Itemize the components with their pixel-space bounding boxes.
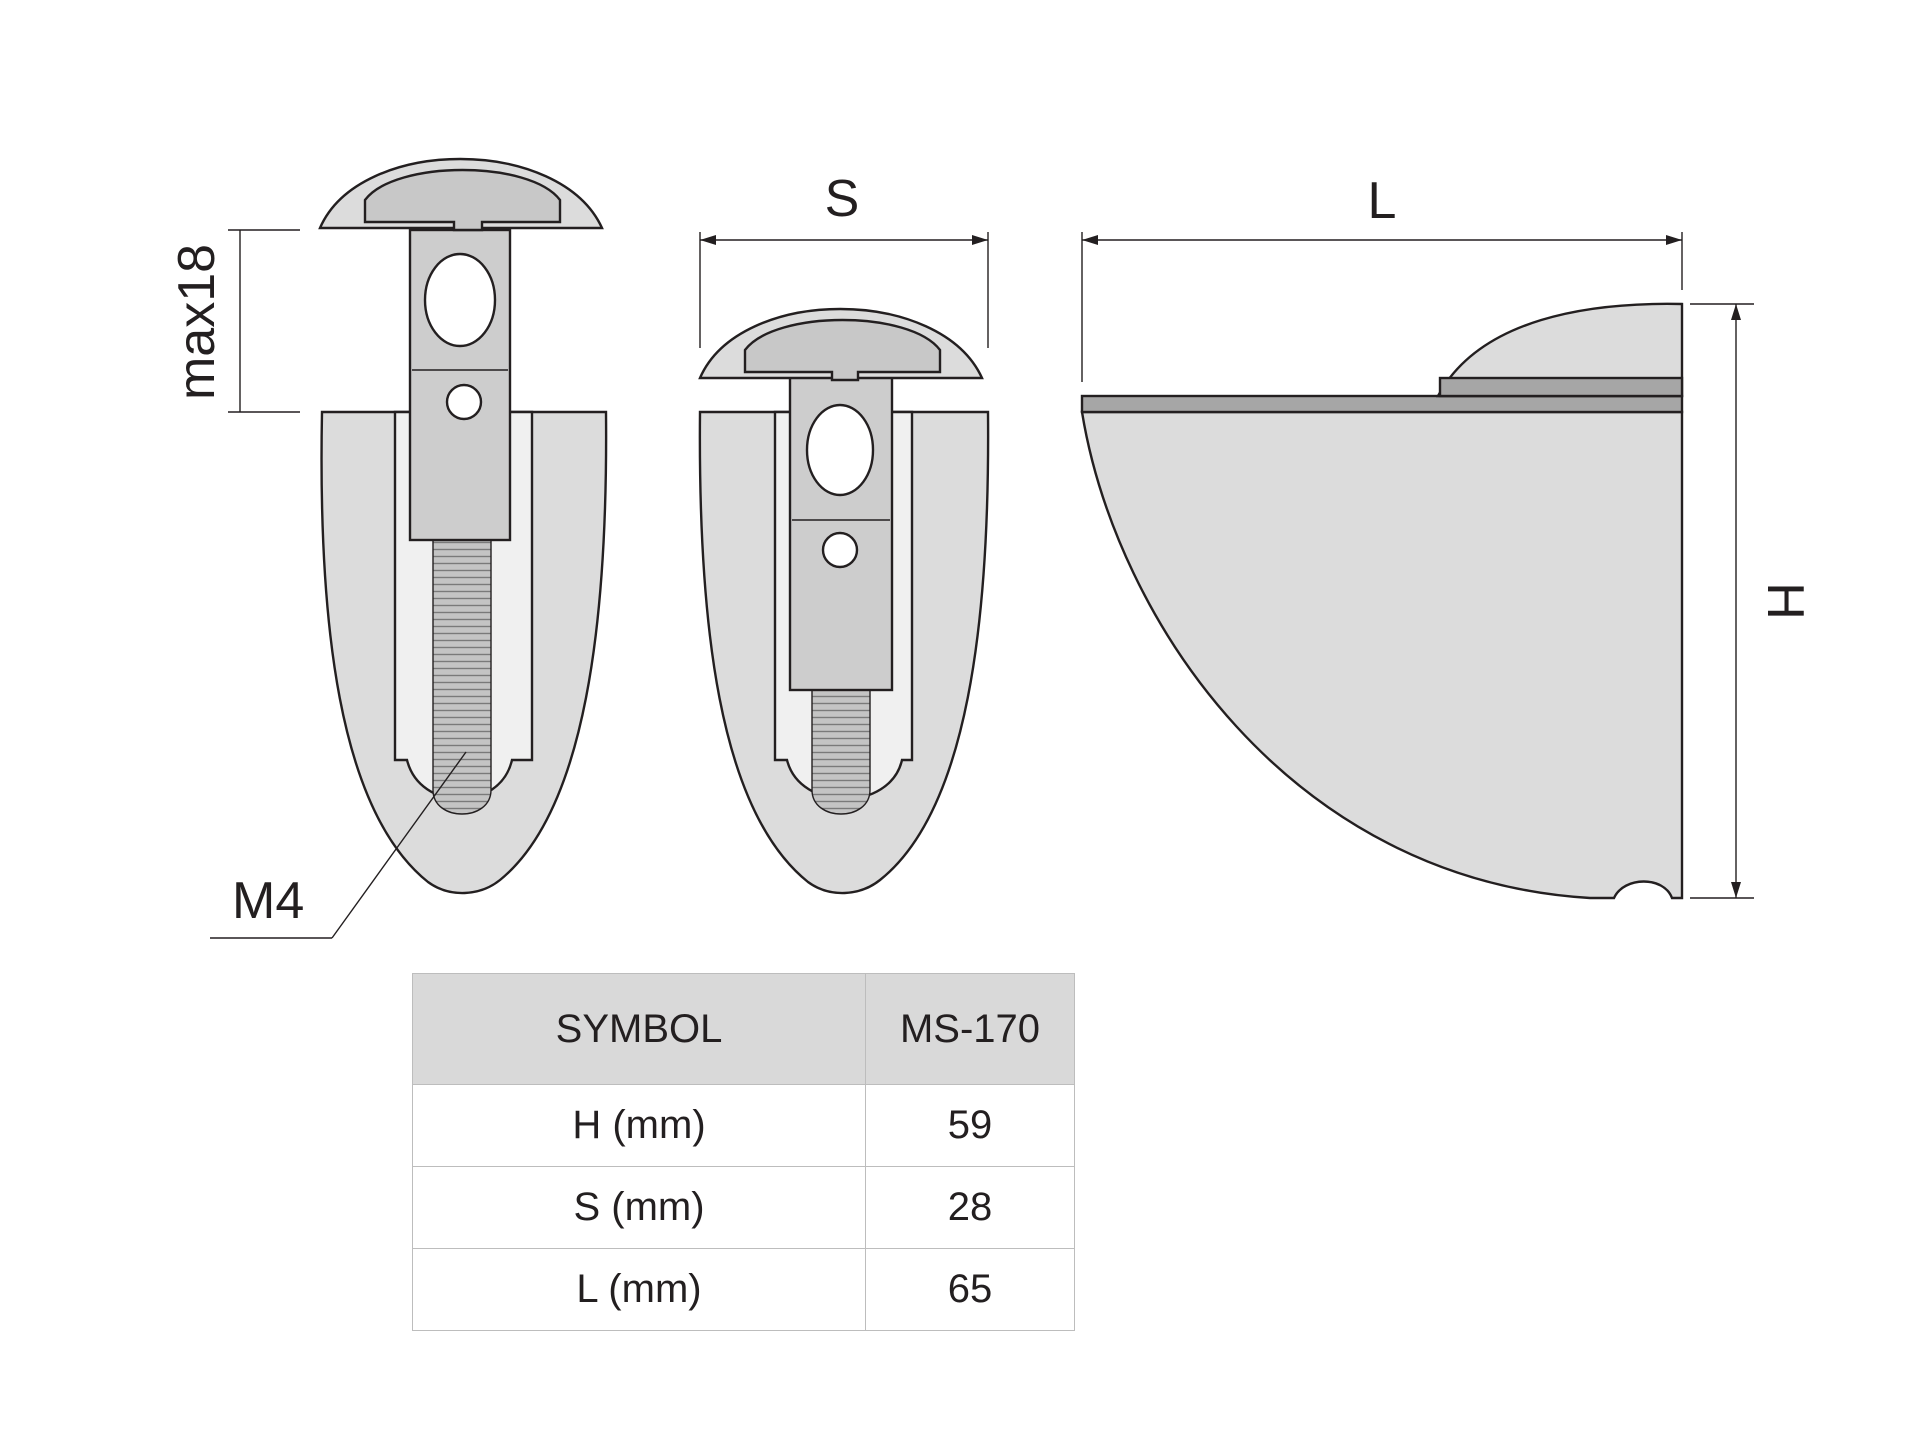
row-value: 65	[865, 1248, 1075, 1331]
row-symbol: S (mm)	[412, 1166, 866, 1249]
section-view-closed: S	[698, 170, 990, 895]
spec-table: SYMBOL MS-170 H (mm) 59 S (mm) 28 L (mm)…	[412, 973, 1075, 1331]
header-model: MS-170	[865, 973, 1075, 1085]
width-label: S	[825, 170, 860, 228]
table-row: L (mm) 65	[412, 1248, 1075, 1331]
side-view: L H	[1080, 172, 1814, 900]
thread-label: M4	[232, 872, 304, 930]
cap-inner	[743, 318, 942, 382]
table-row: H (mm) 59	[412, 1084, 1075, 1167]
row-value: 28	[865, 1166, 1075, 1249]
screw-thread	[432, 539, 492, 815]
row-symbol: L (mm)	[412, 1248, 866, 1331]
table-header-row: SYMBOL MS-170	[412, 973, 1075, 1085]
glass-plate	[1080, 394, 1684, 414]
section-view-open: max18 M4	[168, 157, 608, 939]
side-cap-band	[1438, 376, 1684, 398]
plate-hole	[445, 383, 483, 421]
table-row: S (mm) 28	[412, 1166, 1075, 1249]
plate-slot	[423, 252, 497, 348]
max-clamp-label: max18	[168, 244, 226, 400]
plate-hole	[821, 531, 859, 569]
length-label: L	[1368, 172, 1397, 230]
cap-inner	[363, 168, 562, 232]
height-label: H	[1756, 582, 1814, 620]
side-cap	[1435, 302, 1684, 398]
plate-slot	[805, 403, 875, 497]
screw-thread	[811, 689, 871, 815]
row-value: 59	[865, 1084, 1075, 1167]
header-symbol: SYMBOL	[412, 973, 866, 1085]
row-symbol: H (mm)	[412, 1084, 866, 1167]
side-body	[1080, 410, 1684, 900]
